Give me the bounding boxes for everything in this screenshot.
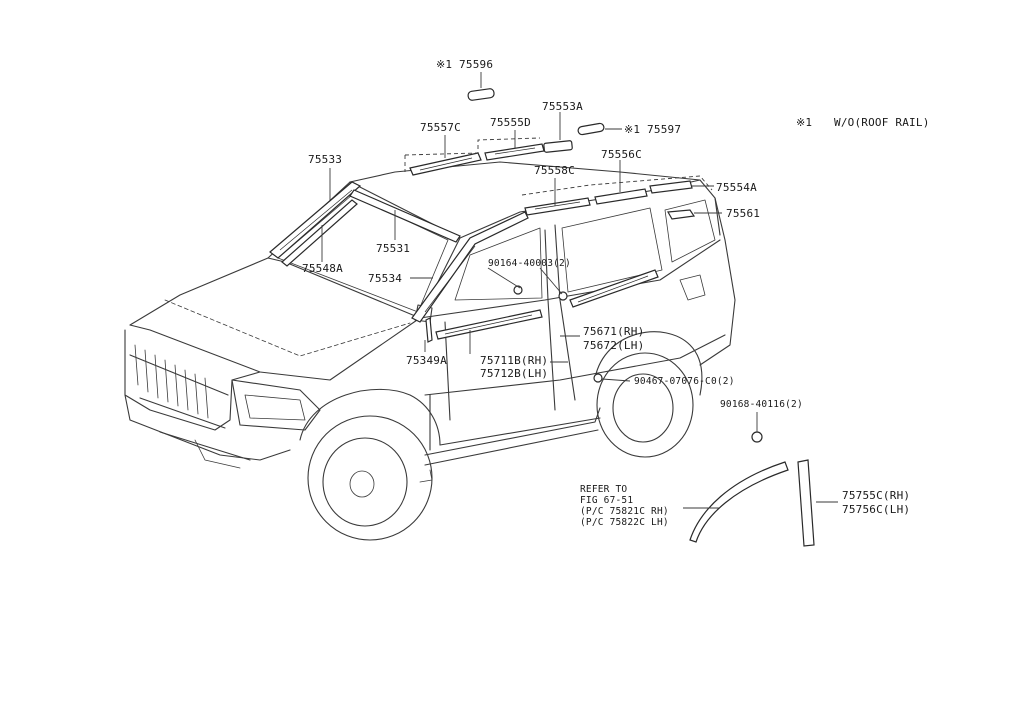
label-75548A: 75548A xyxy=(302,262,343,275)
label-75555D: 75555D xyxy=(490,116,531,129)
label-75553A: 75553A xyxy=(542,100,583,113)
leader-lines xyxy=(321,72,838,509)
label-90168: 90168-40116(2) xyxy=(720,399,803,410)
note-mark: ※1 xyxy=(796,116,812,129)
part-75555D xyxy=(484,143,545,161)
part-75561 xyxy=(667,209,696,220)
refer-line2: FIG 67-51 xyxy=(580,495,633,506)
part-75548A xyxy=(281,199,358,267)
label-75672: 75672(LH) xyxy=(583,339,644,352)
refer-line1: REFER TO xyxy=(580,484,627,495)
part-75556C xyxy=(594,188,648,205)
clip-90467 xyxy=(593,373,603,383)
label-75533: 75533 xyxy=(308,153,342,166)
part-75596 xyxy=(467,88,495,101)
label-75755C: 75755C(RH) xyxy=(842,489,910,502)
label-75558C: 75558C xyxy=(534,164,575,177)
labels: ※1 75596 75553A ※1 75597 75557C 75555D 7… xyxy=(302,58,930,528)
part-75554A xyxy=(649,180,693,194)
moulding-parts xyxy=(269,88,815,547)
part-75534 xyxy=(411,211,529,323)
label-75596: ※1 75596 xyxy=(436,58,493,71)
label-75557C: 75557C xyxy=(420,121,461,134)
label-75671: 75671(RH) xyxy=(583,325,644,338)
label-75534: 75534 xyxy=(368,272,402,285)
part-75531 xyxy=(349,189,461,243)
label-90467: 90467-07076-C0(2) xyxy=(634,376,735,387)
note-text: W/O(ROOF RAIL) xyxy=(834,116,930,129)
label-75597: ※1 75597 xyxy=(624,123,681,136)
clip-90168 xyxy=(751,431,763,443)
label-75711B: 75711B(RH) xyxy=(480,354,548,367)
part-75558C xyxy=(524,197,591,216)
label-75531: 75531 xyxy=(376,242,410,255)
vehicle-body xyxy=(124,161,736,541)
part-75755C xyxy=(797,459,815,547)
clip-90164-b xyxy=(558,291,568,301)
part-75349A xyxy=(425,317,433,343)
label-75756C: 75756C(LH) xyxy=(842,503,910,516)
part-75597 xyxy=(577,122,605,136)
refer-line3: (P/C 75821C RH) xyxy=(580,506,669,517)
label-90164: 90164-40003(2) xyxy=(488,258,571,269)
label-75554A: 75554A xyxy=(716,181,757,194)
part-wheel-arch-moulding xyxy=(689,461,789,543)
refer-line4: (P/C 75822C LH) xyxy=(580,517,669,528)
part-75533 xyxy=(269,181,362,259)
part-75553A xyxy=(543,140,573,153)
label-75349A: 75349A xyxy=(406,354,447,367)
label-75561: 75561 xyxy=(726,207,760,220)
label-75712B: 75712B(LH) xyxy=(480,367,548,380)
label-75556C: 75556C xyxy=(601,148,642,161)
